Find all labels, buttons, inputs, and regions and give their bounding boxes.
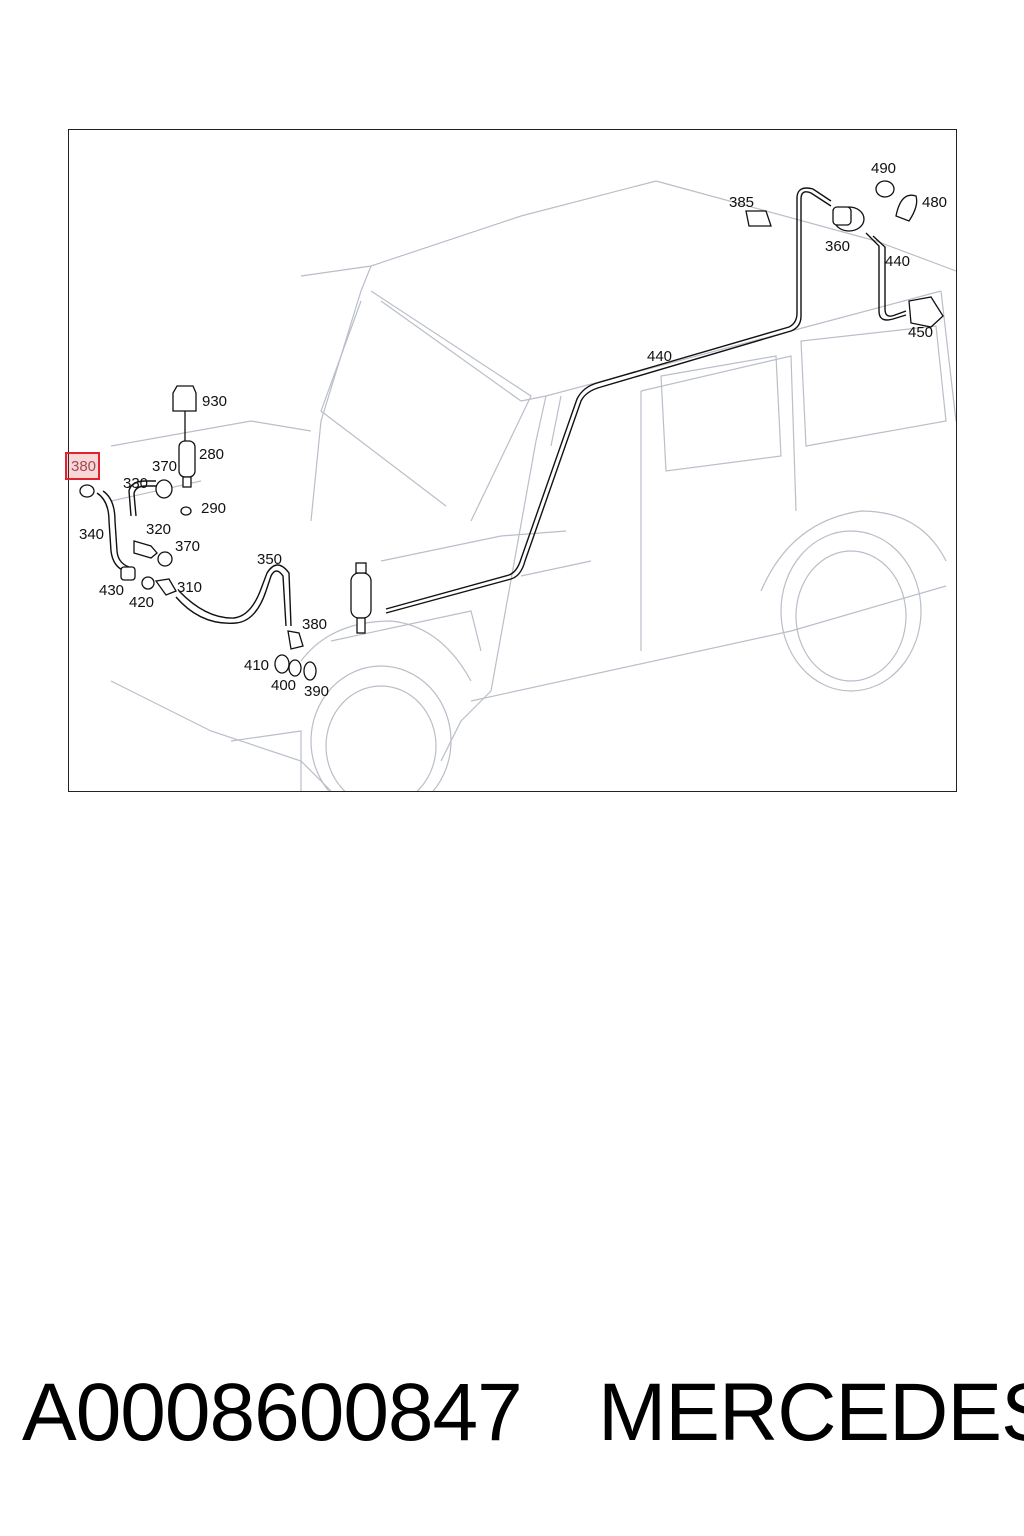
label-450: 450	[908, 324, 933, 341]
part-number: A0008600847	[22, 1367, 523, 1458]
label-410: 410	[244, 657, 269, 674]
label-390: 390	[304, 683, 329, 700]
label-490: 490	[871, 160, 896, 177]
label-360: 360	[825, 238, 850, 255]
label-440-b: 440	[885, 253, 910, 270]
label-290: 290	[201, 500, 226, 517]
label-310: 310	[177, 579, 202, 596]
label-350: 350	[257, 551, 282, 568]
part-labels: 930 280 370 330 290 340 320 370 430 420 …	[79, 160, 947, 700]
label-400: 400	[271, 677, 296, 694]
highlighted-part-box[interactable]	[65, 452, 100, 480]
label-280: 280	[199, 446, 224, 463]
label-385: 385	[729, 194, 754, 211]
brand-name: MERCEDES	[598, 1367, 1024, 1458]
parts-diagram: 930 280 370 330 290 340 320 370 430 420 …	[79, 160, 956, 791]
label-930: 930	[202, 393, 227, 410]
label-380-b: 380	[302, 616, 327, 633]
vehicle-outline	[110, 180, 956, 791]
label-480: 480	[922, 194, 947, 211]
label-340: 340	[79, 526, 104, 543]
label-370: 370	[152, 458, 177, 475]
diagram-frame: 930 280 370 330 290 340 320 370 430 420 …	[68, 129, 957, 792]
parts	[79, 180, 944, 681]
label-320: 320	[146, 521, 171, 538]
highlighted-part-label: 380	[71, 458, 97, 475]
label-370-b: 370	[175, 538, 200, 555]
label-430: 430	[99, 582, 124, 599]
label-440-a: 440	[647, 348, 672, 365]
hoses	[96, 187, 907, 627]
label-330: 330	[123, 475, 148, 492]
label-420: 420	[129, 594, 154, 611]
